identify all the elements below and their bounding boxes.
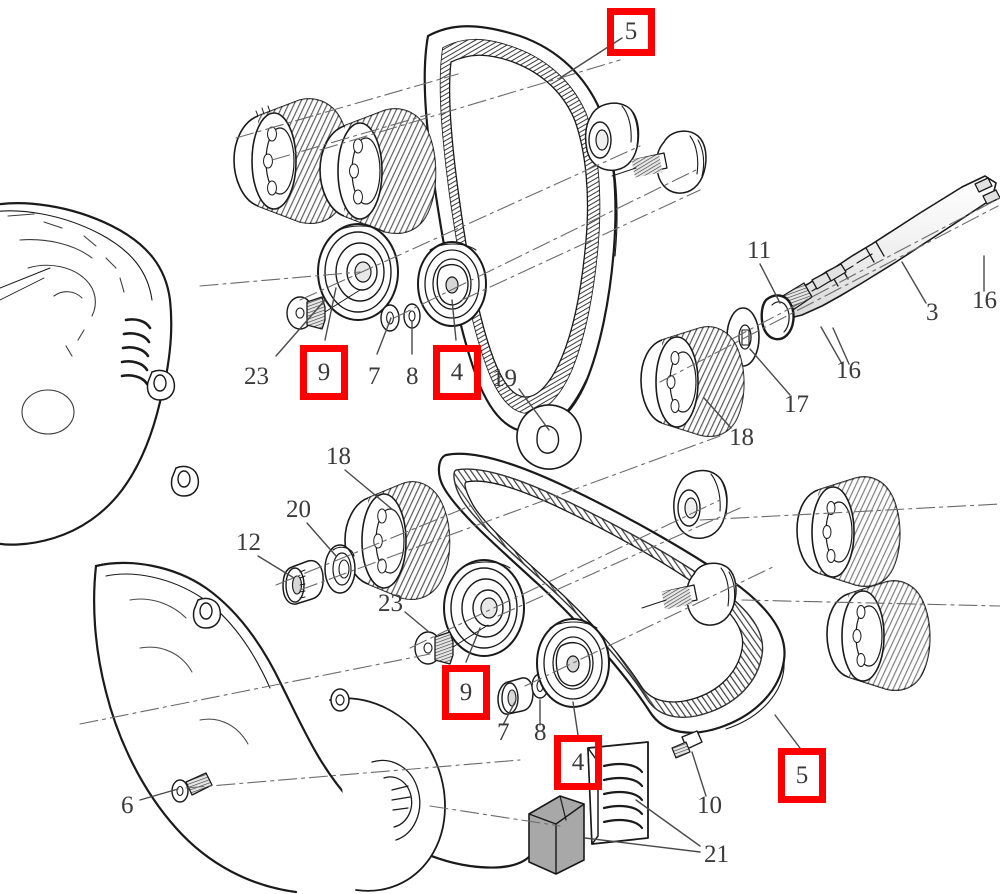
callout-11: 11	[747, 237, 772, 264]
highlight-label-4-bottom: 4	[571, 748, 585, 776]
tensioner-hub-lower	[673, 469, 728, 539]
tensioner-pulley-upper	[417, 241, 487, 327]
callout-21: 21	[704, 841, 729, 868]
timing-belt-lower	[437, 452, 786, 734]
callout-16-mid: 16	[836, 357, 861, 384]
highlight-label-4-top: 4	[450, 358, 464, 386]
pulley-right-upper	[796, 476, 901, 587]
highlight-box-9-bottom[interactable]: 9	[442, 665, 490, 720]
highlight-label-9-bottom: 9	[459, 678, 473, 706]
pulley-right-lower	[826, 580, 931, 691]
bearing-spacer	[324, 544, 356, 594]
callout-20: 20	[286, 496, 311, 523]
highlight-box-9-top[interactable]: 9	[300, 345, 348, 400]
pulley-upper-left-b	[319, 108, 437, 234]
callout-3: 3	[926, 299, 939, 326]
woodruff-keys	[811, 177, 1000, 290]
washer-nut-upper	[380, 303, 421, 332]
cover-screw	[171, 772, 213, 803]
highlight-label-5-top: 5	[624, 18, 638, 45]
pulley-upper-left-a	[233, 98, 351, 224]
callout-23-lower: 23	[378, 590, 403, 617]
idler-pulley-lower	[443, 559, 525, 657]
tensioner-pulley-lower	[536, 618, 610, 708]
tensioner-hub-upper	[584, 102, 640, 172]
callout-8-lower: 8	[534, 719, 547, 746]
callout-6: 6	[121, 792, 134, 819]
callout-17: 17	[784, 391, 809, 418]
guard-screw	[671, 730, 703, 759]
timing-cover-lower	[93, 561, 532, 894]
highlight-box-5-bottom[interactable]: 5	[778, 748, 826, 803]
callout-16-right: 16	[972, 287, 997, 314]
belt-guard	[587, 741, 649, 845]
callout-7-upper: 7	[368, 363, 381, 390]
callout-10: 10	[697, 792, 722, 819]
tensioner-bolt-lower	[641, 562, 737, 626]
highlight-box-4-bottom[interactable]: 4	[554, 735, 602, 790]
timing-belt-upper	[423, 25, 618, 434]
callout-23-upper: 23	[244, 363, 269, 390]
highlight-label-9-top: 9	[317, 358, 331, 386]
pulley-right-mid	[640, 326, 745, 437]
circlip	[760, 294, 795, 341]
timing-cover-upper	[0, 202, 200, 546]
callout-12: 12	[236, 529, 261, 556]
pulley-lower-left	[344, 481, 451, 600]
flat-washer	[516, 404, 582, 470]
callout-19: 19	[492, 365, 517, 392]
callout-8-upper: 8	[406, 363, 419, 390]
callout-18-left: 18	[326, 443, 351, 470]
highlight-box-4-top[interactable]: 4	[433, 345, 481, 400]
callout-18-right: 18	[729, 424, 754, 451]
callout-7-lower: 7	[497, 719, 510, 746]
highlight-label-5-bottom: 5	[795, 761, 809, 789]
ring-nut	[282, 559, 324, 605]
rubber-block	[528, 795, 585, 875]
highlight-box-5-top[interactable]: 5	[607, 8, 655, 56]
tensioner-bolt-upper	[611, 130, 707, 194]
